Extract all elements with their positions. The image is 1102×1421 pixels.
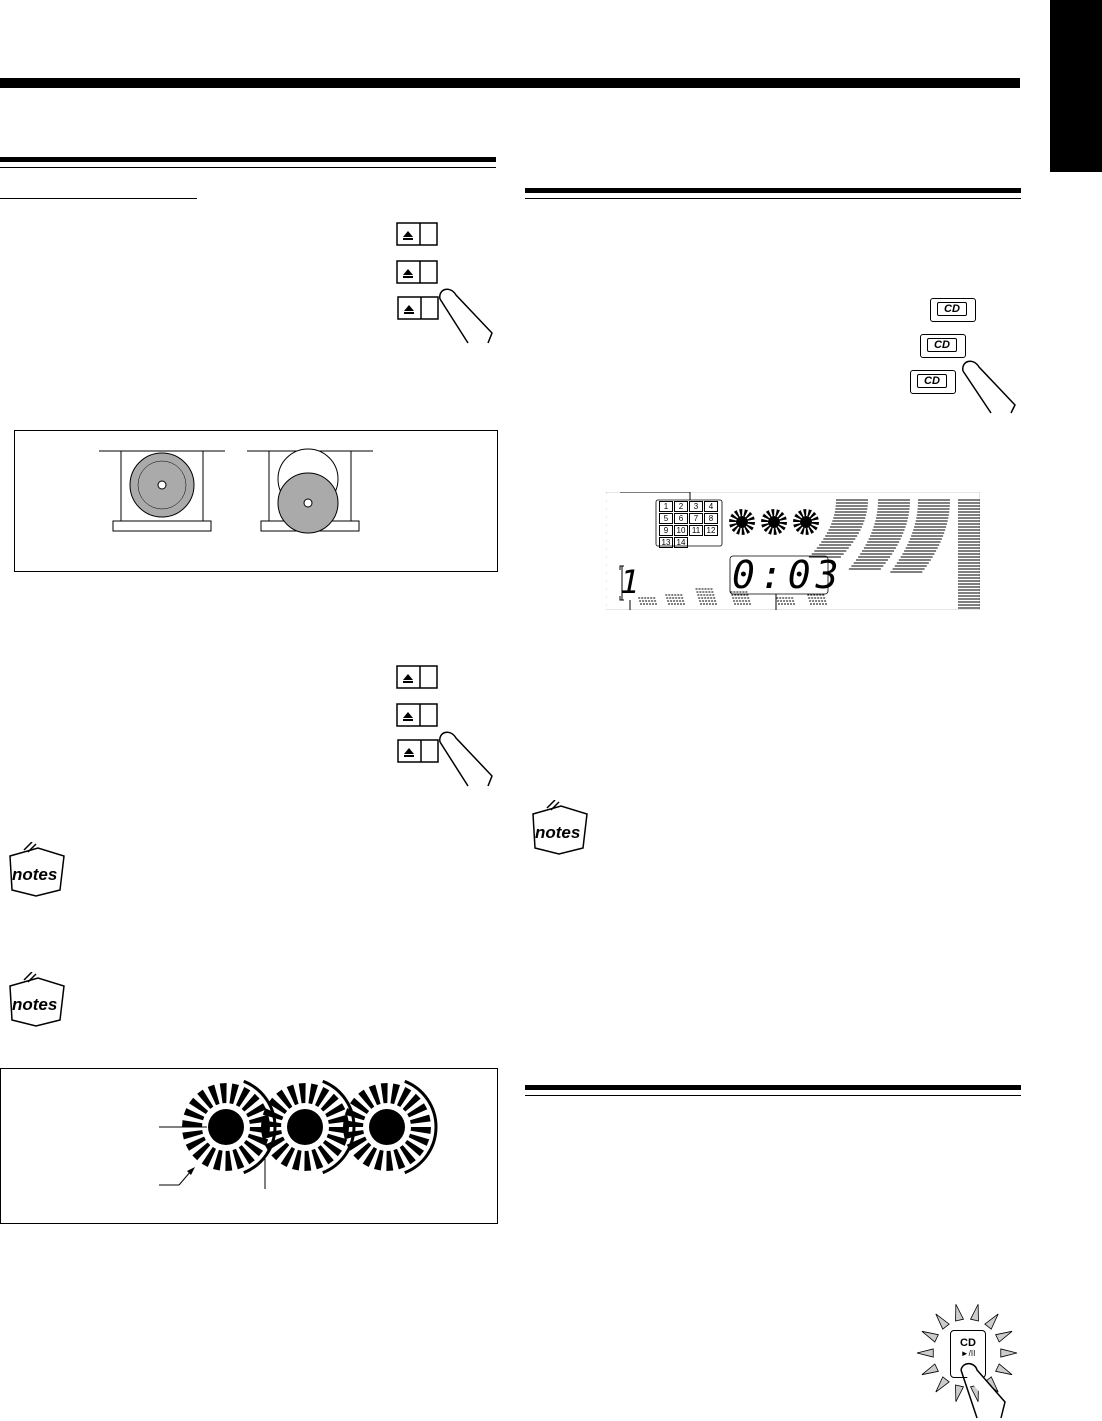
track-number: 5	[659, 513, 673, 524]
notes-icon: notes	[527, 799, 591, 856]
eject-button[interactable]	[396, 665, 444, 689]
disc-indicator	[182, 1079, 277, 1175]
cd-button-label: CD	[927, 338, 957, 352]
track-number: 13	[659, 537, 673, 548]
glow-ray	[935, 1376, 950, 1393]
cd-play-pause-label: CD	[960, 1337, 976, 1349]
disc-indicator	[343, 1079, 438, 1175]
cd-button-label: CD	[917, 374, 947, 388]
disc-indicator	[261, 1079, 356, 1175]
header-rule	[0, 78, 1020, 88]
glow-ray	[935, 1313, 950, 1330]
disc-indicator-illustration	[0, 1068, 498, 1224]
language-tab	[1050, 0, 1102, 172]
cd-button-pressed[interactable]: CD	[910, 370, 956, 394]
notes-icon: notes	[4, 841, 68, 898]
track-number: 9	[659, 525, 673, 536]
eject-button[interactable]	[396, 222, 444, 246]
right-section-rule-2	[525, 1085, 1021, 1090]
disc-indicator	[729, 509, 755, 535]
track-number: 8	[704, 513, 718, 524]
notes-icon: notes	[4, 971, 68, 1028]
left-subheading-underline	[0, 198, 197, 199]
track-grid: 1 2 3 4 5 6 7 8 9 10 11 12 13 14	[659, 501, 719, 548]
cd-button[interactable]: CD	[920, 334, 966, 358]
play-pause-icon: ►/II	[960, 1349, 976, 1358]
glow-ray	[969, 1304, 979, 1322]
finger-press-icon	[439, 731, 493, 787]
track-number: 11	[689, 525, 703, 536]
glow-ray	[995, 1330, 1013, 1343]
glow-ray	[955, 1384, 965, 1402]
track-number: 14	[674, 537, 688, 548]
cd-button-label: CD	[937, 302, 967, 316]
track-number: 7	[689, 513, 703, 524]
track-number: 12	[704, 525, 718, 536]
svg-text:notes: notes	[535, 823, 580, 842]
track-number: 6	[674, 513, 688, 524]
finger-press-icon	[962, 360, 1016, 414]
disc-number-readout: 1	[620, 563, 640, 601]
cd-button[interactable]: CD	[930, 298, 976, 322]
glow-ray	[921, 1330, 939, 1343]
eject-button[interactable]	[396, 260, 444, 284]
track-number: 4	[704, 501, 718, 512]
right-section-rule-2-thin	[525, 1095, 1021, 1096]
eject-icon	[404, 305, 414, 311]
right-section-rule-thin	[525, 198, 1021, 199]
track-number: 1	[659, 501, 673, 512]
eject-icon	[403, 269, 413, 275]
eject-icon	[403, 231, 413, 237]
track-number: 2	[674, 501, 688, 512]
glow-ray	[984, 1313, 999, 1330]
glow-ray	[955, 1304, 965, 1322]
svg-text:notes: notes	[12, 865, 57, 884]
eject-icon	[403, 674, 413, 680]
glow-ray	[921, 1363, 939, 1376]
time-readout: 0:03	[732, 553, 844, 597]
left-section-rule	[0, 157, 496, 162]
eject-icon	[403, 712, 413, 718]
right-section-rule	[525, 188, 1021, 193]
track-number: 10	[674, 525, 688, 536]
left-section-rule-thin	[0, 167, 496, 168]
eject-icon	[404, 748, 414, 754]
glow-ray	[995, 1363, 1013, 1376]
eject-button[interactable]	[396, 703, 444, 727]
eject-button-pressed[interactable]	[392, 285, 502, 345]
finger-press-icon	[960, 1362, 1006, 1419]
track-number: 3	[689, 501, 703, 512]
svg-text:notes: notes	[12, 995, 57, 1014]
disc-tray-illustration	[14, 430, 498, 572]
eject-button-pressed[interactable]	[392, 728, 502, 788]
finger-press-icon	[439, 288, 493, 344]
glow-ray	[916, 1348, 934, 1358]
disc-indicator	[761, 509, 787, 535]
glow-ray	[1000, 1348, 1018, 1358]
disc-indicator	[793, 509, 819, 535]
cd-play-pause-illustration	[916, 1304, 1018, 1402]
